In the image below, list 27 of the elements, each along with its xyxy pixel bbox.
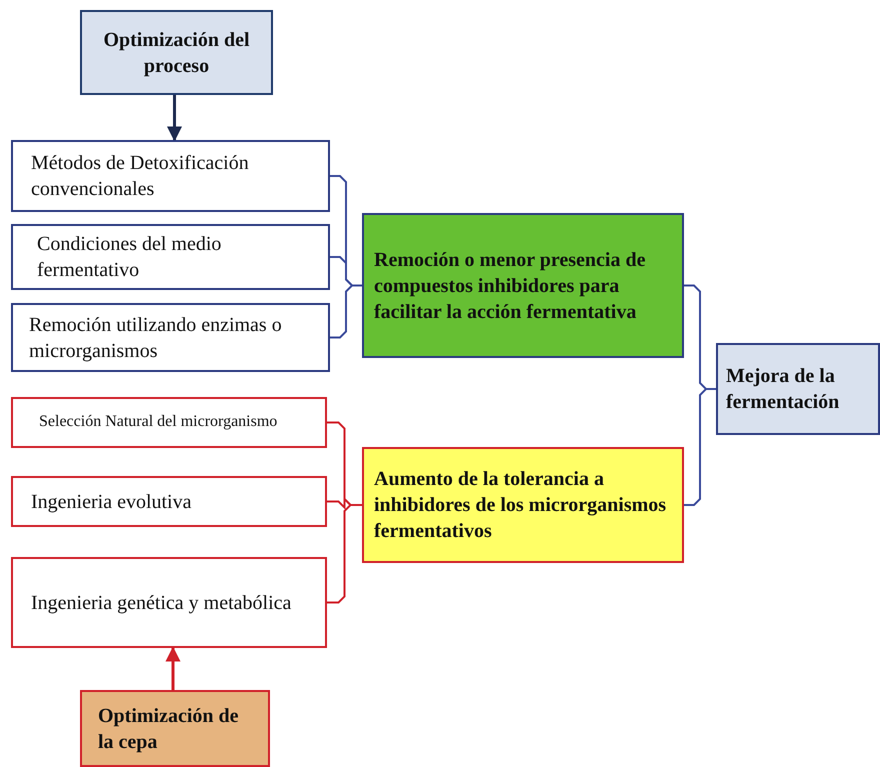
process-box — [11, 476, 327, 527]
box-text: Optimización de la cepa — [98, 704, 240, 754]
box-text: Remoción utilizando enzimas o microrganismos — [29, 312, 283, 364]
process-box — [11, 224, 330, 290]
process-box — [11, 397, 327, 448]
box-text: Aumento de la tolerancia a inhibidores de los microrganismos fermentativos — [374, 467, 668, 544]
box-text: Selección Natural del microrganismo — [39, 412, 278, 432]
box-text: Ingenieria evolutiva — [31, 490, 192, 514]
arrow — [167, 95, 182, 142]
highlight-box — [716, 343, 880, 435]
connector-line — [330, 284, 362, 338]
process-box — [11, 557, 327, 648]
box-text: Ingenieria genética y metabólica — [31, 590, 292, 616]
highlight-box — [362, 447, 684, 563]
box-text: Mejora de la fermentación — [726, 364, 840, 415]
box-text: Remoción o menor presencia de compuestos inhibidores para facilitar la acción fermentativa — [374, 248, 646, 324]
box-text: Métodos de Detoxificación convencionales — [31, 151, 250, 202]
connector-line — [327, 504, 362, 604]
connector-line — [684, 388, 716, 506]
process-box — [11, 140, 330, 212]
box-text: Condiciones del medio fermentativo — [37, 232, 222, 283]
highlight-box — [80, 10, 273, 95]
highlight-box — [80, 690, 270, 767]
arrow — [166, 646, 180, 690]
process-box — [11, 303, 330, 372]
highlight-box — [362, 213, 684, 358]
box-text: Optimización del proceso — [102, 28, 251, 78]
